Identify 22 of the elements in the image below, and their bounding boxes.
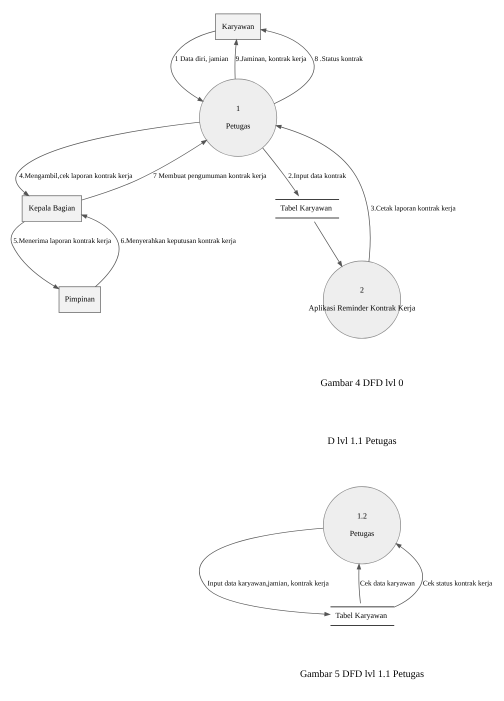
arrow: [10, 221, 60, 290]
arrow: [394, 542, 423, 608]
arrow: [199, 528, 331, 616]
arrow: [356, 563, 362, 604]
arrow: [260, 28, 315, 104]
node-box: Pimpinan: [58, 286, 101, 313]
label: Gambar 4 DFD lvl 0: [320, 378, 404, 390]
node-text: Tabel Karyawan: [280, 204, 332, 213]
arrow: [170, 30, 216, 102]
arrow: [80, 214, 120, 288]
arrow: [314, 221, 343, 268]
arrow: [262, 148, 300, 196]
label: Gambar 5 DFD lvl 1.1 Petugas: [300, 668, 424, 680]
node-box: Karyawan: [215, 14, 261, 40]
arrow: [234, 38, 238, 80]
node-box: Kepala Bagian: [22, 195, 82, 222]
arrow: [81, 140, 208, 200]
arrow: [275, 124, 371, 262]
label: D lvl 1.1 Petugas: [327, 436, 396, 448]
node-text: Tabel Karyawan: [335, 611, 388, 620]
arrow: [15, 122, 200, 196]
node-label: Aplikasi Reminder Kontrak Kerja: [308, 304, 416, 313]
